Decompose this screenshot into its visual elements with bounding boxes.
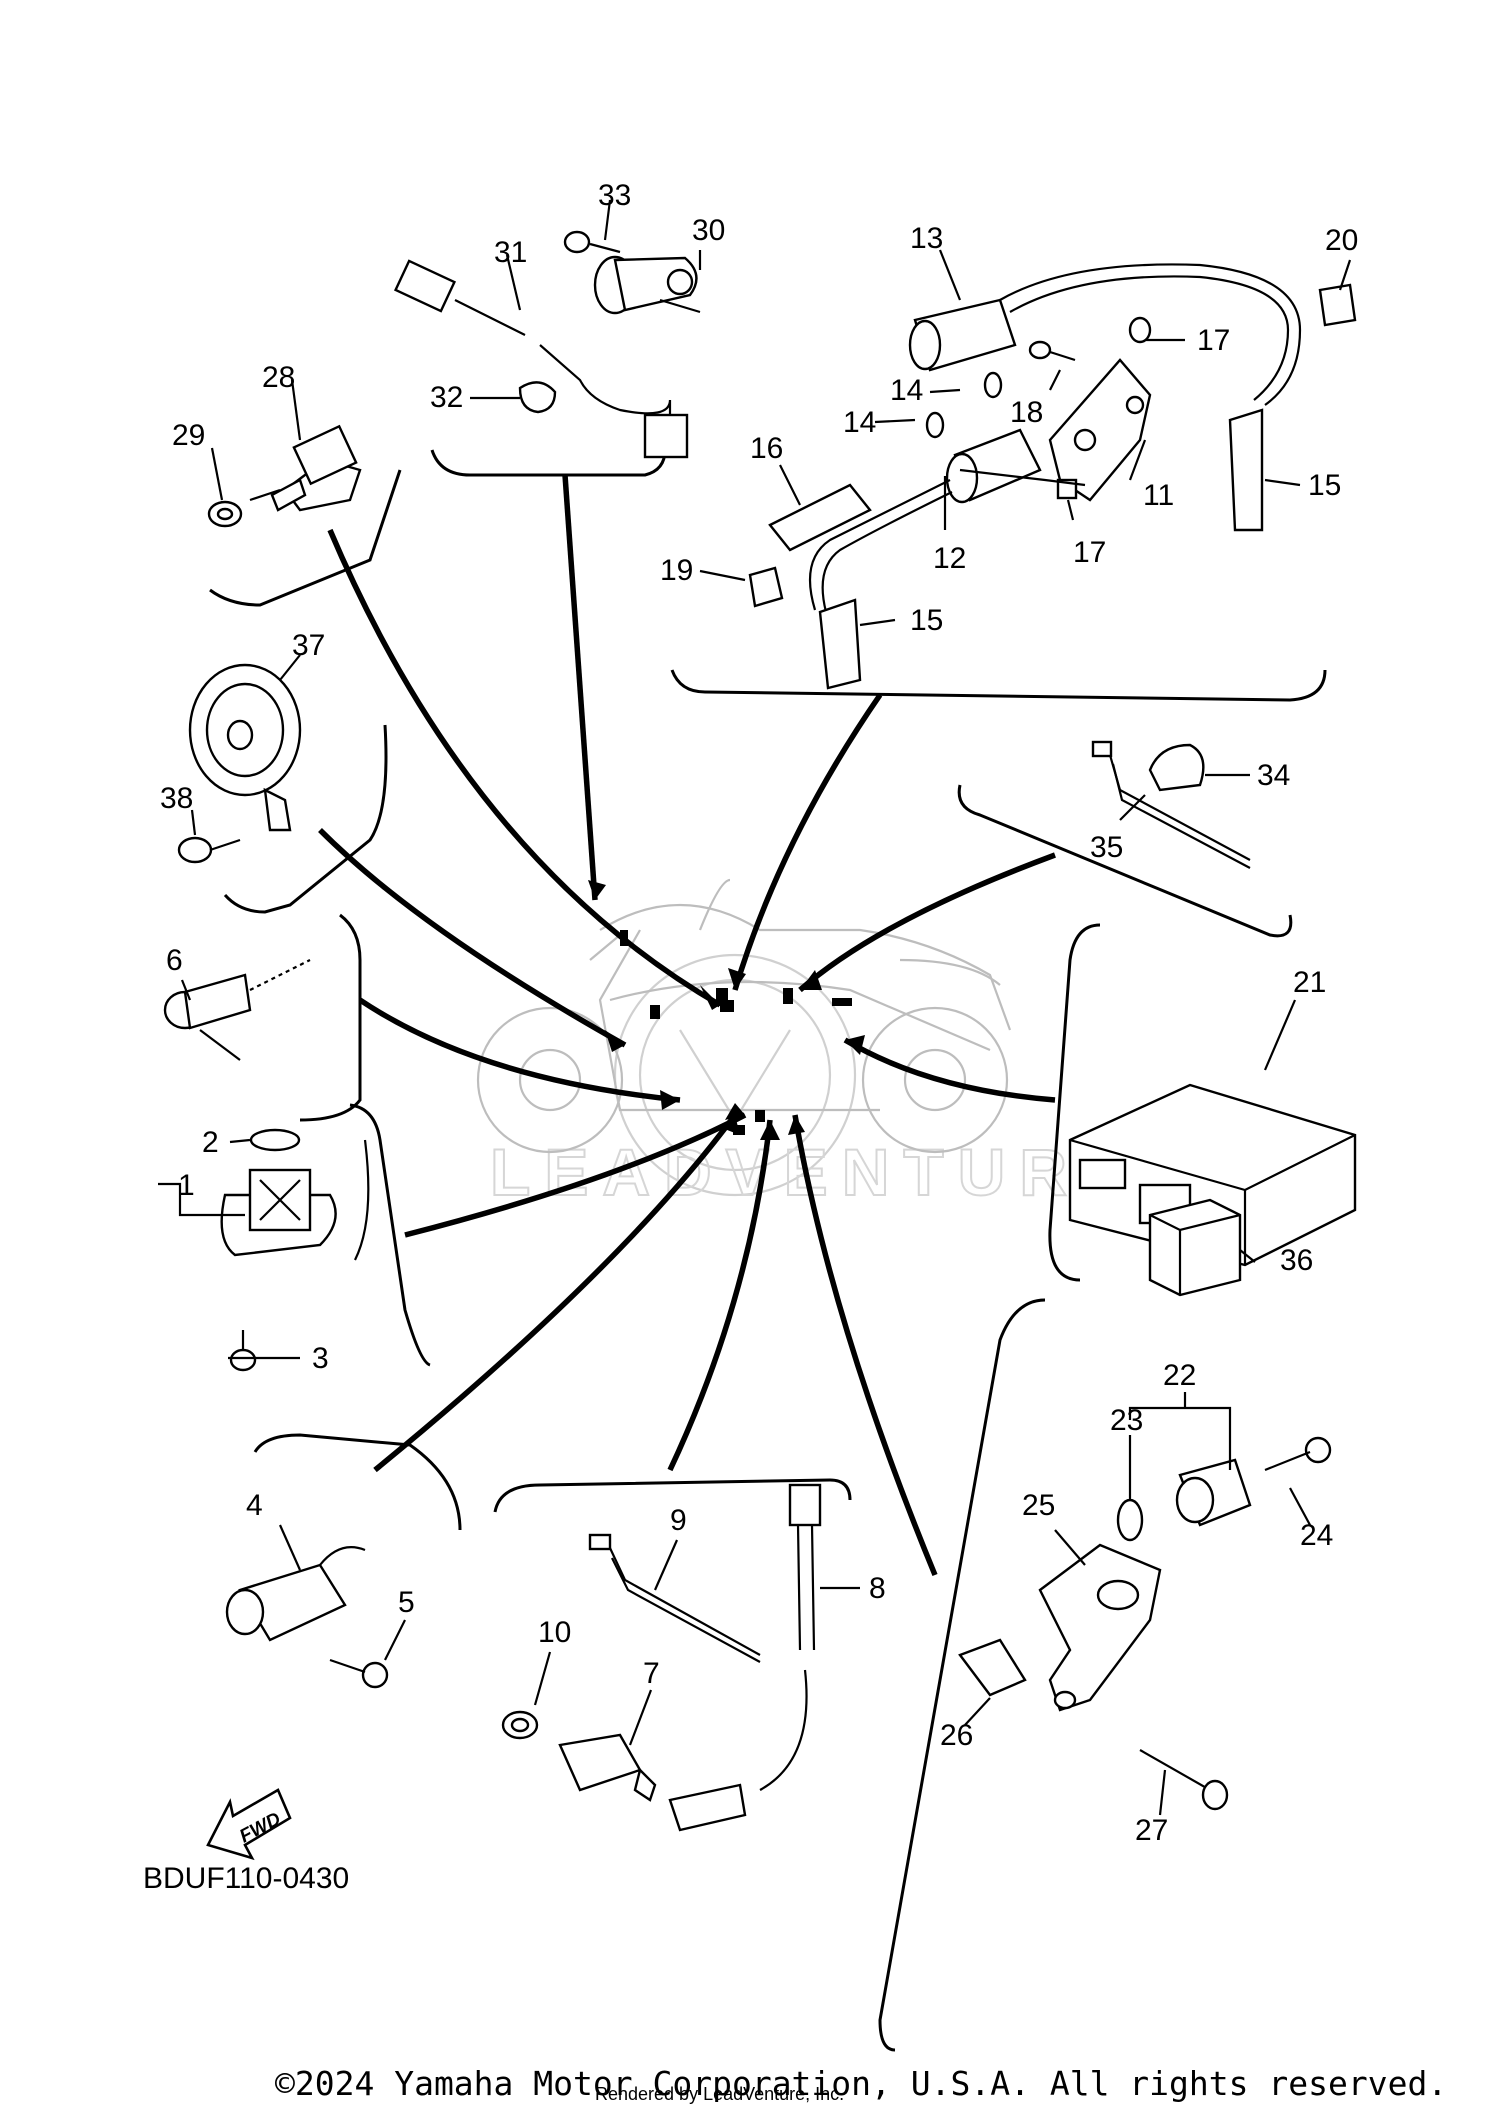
- part-22-sensor: [1175, 1458, 1252, 1527]
- callout-33: 33: [598, 179, 631, 212]
- callout-32: 32: [430, 381, 463, 414]
- callout-11: 11: [1143, 479, 1174, 512]
- callout-27: 27: [1135, 1814, 1168, 1847]
- part-8-lead: [668, 1483, 822, 1832]
- part-13-ignition-coil: [908, 263, 1302, 406]
- part-37-horn: [188, 663, 302, 832]
- callout-37: 37: [292, 629, 325, 662]
- callout-22: 22: [1163, 1359, 1196, 1392]
- watermark-logo: LEADVENTURE: [489, 953, 1139, 1210]
- part-14-bolt-upper: [983, 371, 1003, 399]
- part-32-clamp: [518, 381, 557, 414]
- part-38-bolt: [177, 836, 241, 864]
- callout-6: 6: [166, 944, 183, 977]
- part-24-bolt: [1264, 1436, 1332, 1472]
- callout-2: 2: [202, 1126, 219, 1159]
- part-3-bolt: [229, 1330, 257, 1372]
- callout-24: 24: [1300, 1519, 1333, 1552]
- leader-lines: [318, 474, 1056, 1577]
- callout-10: 10: [538, 1616, 571, 1649]
- part-7-switch: [558, 1733, 657, 1802]
- part-23-o-ring: [1116, 1498, 1144, 1542]
- callout-15-left: 15: [910, 604, 943, 637]
- part-2-o-ring: [249, 1128, 301, 1152]
- forward-direction-arrow: FWD: [206, 1788, 292, 1861]
- part-12-ignition-coil: [808, 428, 1042, 613]
- callout-12: 12: [933, 542, 966, 575]
- callout-4: 4: [246, 1489, 263, 1522]
- part-6-sensor: [163, 959, 311, 1061]
- part-26-collar: [958, 1638, 1027, 1697]
- callout-14-upper: 14: [890, 374, 923, 407]
- callout-30: 30: [692, 214, 725, 247]
- part-28-sensor: [249, 424, 362, 512]
- part-19-clip: [748, 566, 784, 608]
- callout-15-right: 15: [1308, 469, 1341, 502]
- callout-18: 18: [1010, 396, 1043, 429]
- part-1-speed-sensor: [220, 1139, 370, 1261]
- copyright-text: ©2024 Yamaha Motor Corporation, U.S.A. A…: [275, 2064, 1447, 2103]
- callout-19: 19: [660, 554, 693, 587]
- callout-36: 36: [1280, 1244, 1313, 1277]
- callout-14-lower: 14: [843, 406, 876, 439]
- part-14-bolt-lower: [925, 411, 945, 439]
- callout-17-lower: 17: [1073, 536, 1106, 569]
- callout-5: 5: [398, 1586, 415, 1619]
- part-25-bracket: [1038, 1543, 1162, 1712]
- part-21-ecu: [1068, 1083, 1357, 1267]
- part-30-sensor: [593, 255, 701, 315]
- callout-31: 31: [494, 236, 527, 269]
- callout-7: 7: [643, 1657, 660, 1690]
- part-9-cable-tie: [588, 1533, 761, 1663]
- callout-35: 35: [1090, 831, 1123, 864]
- part-31-sensor-lead: [393, 259, 689, 459]
- callout-23: 23: [1110, 1404, 1143, 1437]
- callout-28: 28: [262, 361, 295, 394]
- callout-34: 34: [1257, 759, 1290, 792]
- part-27-bolt: [1139, 1749, 1229, 1811]
- part-16-tube: [768, 483, 872, 552]
- callout-leaders: [158, 199, 1352, 1816]
- callout-9: 9: [670, 1504, 687, 1537]
- motorcycle-silhouette: [476, 878, 1012, 1154]
- part-17-spacer-lower: [1056, 478, 1078, 500]
- part-35-cable-tie: [1091, 740, 1251, 869]
- part-34-clamp: [1148, 743, 1205, 792]
- callout-labels: 1 2 3 4 5 6 7 8 9 10 11 12 13 14 14 15 1…: [160, 179, 1358, 1847]
- callout-1: 1: [178, 1169, 195, 1202]
- callout-17-upper: 17: [1197, 324, 1230, 357]
- callout-29: 29: [172, 419, 205, 452]
- callout-21: 21: [1293, 966, 1326, 999]
- callout-3: 3: [312, 1342, 329, 1375]
- part-15-plug-cap-left: [818, 598, 862, 690]
- callout-38: 38: [160, 782, 193, 815]
- rendered-by-text: Rendered by LeadVenture, Inc.: [595, 2084, 844, 2104]
- callout-16: 16: [750, 432, 783, 465]
- part-10-washer: [501, 1710, 539, 1740]
- part-15-plug-cap-right: [1228, 408, 1264, 532]
- callout-20: 20: [1325, 224, 1358, 257]
- part-20-clip: [1318, 283, 1357, 327]
- part-17-spacer-upper: [1128, 316, 1152, 344]
- part-33-bolt: [563, 230, 621, 254]
- part-5-bolt: [329, 1658, 389, 1689]
- part-4-sensor: [225, 1546, 366, 1642]
- callout-8: 8: [869, 1572, 886, 1605]
- part-29-washer: [207, 500, 243, 528]
- group-brackets: [209, 449, 1327, 2052]
- part-18-bolt: [1028, 340, 1076, 362]
- callout-26: 26: [940, 1719, 973, 1752]
- watermark-text: LEADVENTURE: [490, 1135, 1139, 1209]
- callout-13: 13: [910, 222, 943, 255]
- diagram-code: BDUF110-0430: [143, 1862, 349, 1895]
- callout-25: 25: [1022, 1489, 1055, 1522]
- part-36-relay: [1148, 1198, 1242, 1297]
